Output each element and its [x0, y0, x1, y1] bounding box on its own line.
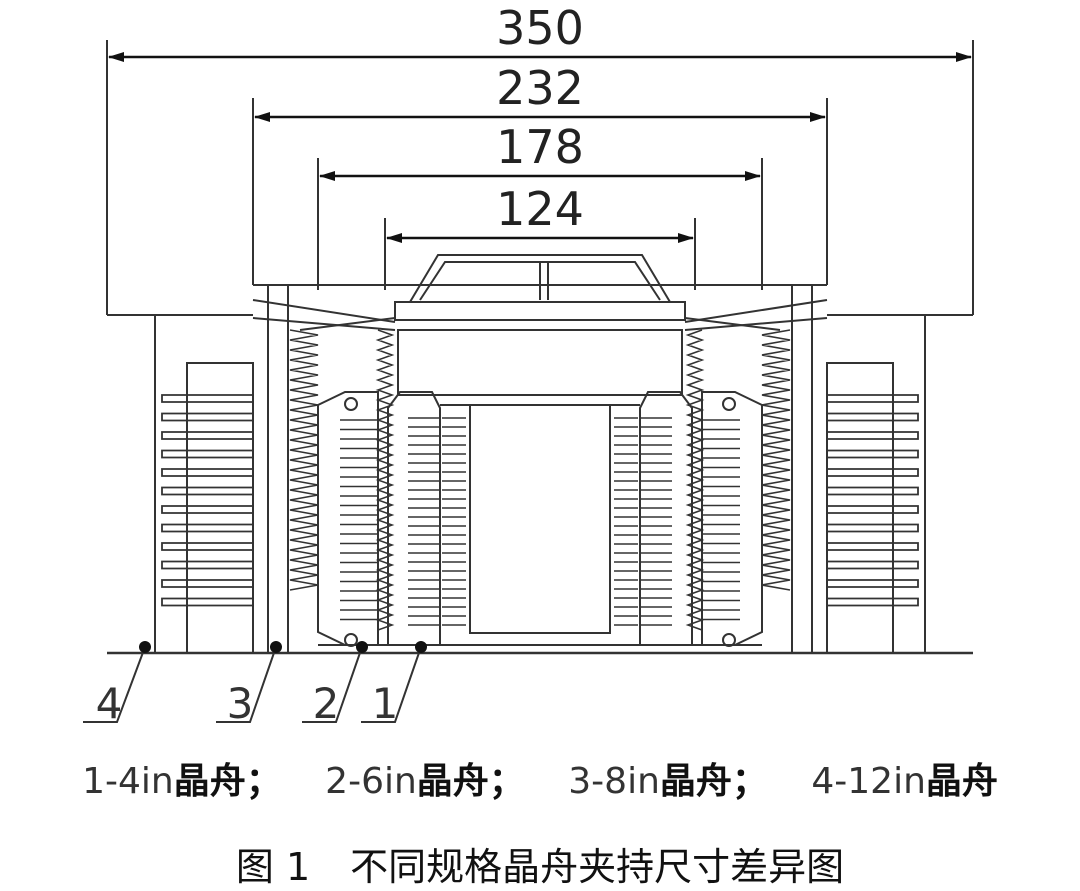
legend-item-1: 1-4in晶舟；	[82, 761, 282, 802]
boat-2-slots	[340, 419, 740, 621]
legend-code: 4-12in	[811, 761, 926, 802]
callout-3: 3	[227, 679, 254, 728]
legend-code: 1-4in	[82, 761, 174, 802]
callout-1: 1	[372, 679, 399, 728]
boat-1-frame	[387, 391, 693, 654]
legend-item-2: 2-6in晶舟；	[325, 761, 525, 802]
legend-code: 3-8in	[568, 761, 660, 802]
callout-2: 2	[313, 679, 340, 728]
legend-code: 2-6in	[325, 761, 417, 802]
legend-name: 晶舟；	[173, 761, 282, 802]
legend-item-3: 3-8in晶舟；	[568, 761, 768, 802]
boat-4-frame	[107, 314, 973, 654]
figure-number: 图 1	[235, 845, 311, 889]
callout-leaders	[83, 646, 422, 723]
dimension-232-label: 232	[496, 61, 584, 115]
legend: 1-4in晶舟； 2-6in晶舟； 3-8in晶舟； 4-12in晶舟	[0, 752, 1080, 804]
dimension-124-label: 124	[496, 182, 584, 236]
legend-item-4: 4-12in晶舟	[811, 761, 998, 802]
dimension-350-label: 350	[496, 1, 584, 55]
extension-lines	[106, 40, 974, 315]
figure-caption: 图 1 不同规格晶舟夹持尺寸差异图	[0, 836, 1080, 891]
boat-1-slots	[408, 417, 672, 626]
boat-3-zigzag	[289, 329, 791, 631]
boat-4-slots	[161, 394, 919, 607]
callout-4: 4	[96, 679, 123, 728]
legend-name: 晶舟；	[416, 761, 525, 802]
dimension-lines	[108, 52, 972, 243]
legend-name: 晶舟	[925, 761, 998, 802]
figure-title: 不同规格晶舟夹持尺寸差异图	[350, 845, 845, 889]
boat-3-frame	[253, 284, 827, 653]
dimension-178-label: 178	[496, 120, 584, 174]
callout-dots	[139, 641, 427, 653]
boat-handle	[252, 254, 828, 396]
legend-name: 晶舟；	[659, 761, 768, 802]
